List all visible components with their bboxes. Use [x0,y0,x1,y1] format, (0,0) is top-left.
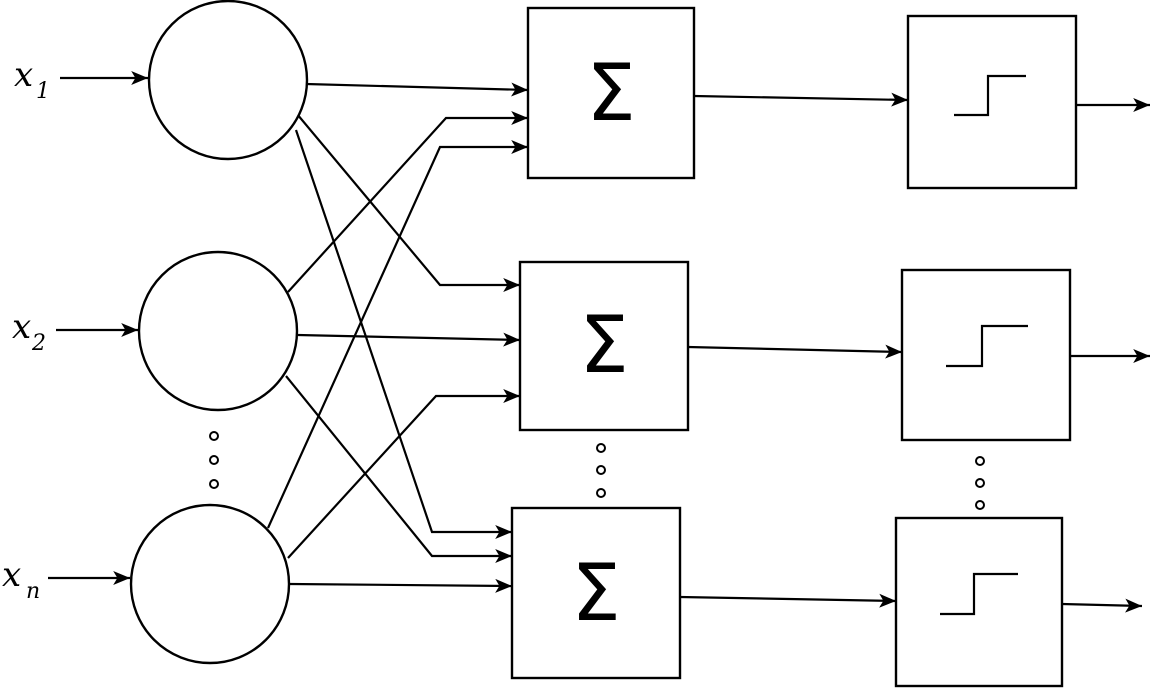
svg-text:n: n [26,579,40,604]
output-arrow-n [1061,598,1143,613]
svg-text:2: 2 [31,331,46,356]
svg-text:x: x [12,307,31,347]
input-label-xn: x n [2,555,40,604]
vertical-ellipsis-icon [975,456,985,510]
sigma-icon: Σ [571,549,620,639]
svg-text:x: x [2,555,21,595]
input-node-2 [137,250,299,412]
connection-1-n [294,129,512,539]
connection-1-2 [291,107,520,292]
summation-box-n: Σ [510,506,682,680]
step-function-icon [954,74,1026,117]
connection-n-1 [266,140,528,529]
connection-2-n [285,375,512,563]
vertical-ellipsis-icon [596,443,606,498]
sigma-icon: Σ [579,301,628,391]
summation-box-2: Σ [518,260,690,432]
connection-2-1 [287,111,528,293]
step-function-icon [940,572,1018,616]
connection-n-2 [287,389,520,559]
sum-to-step-arrow-2 [687,344,903,359]
input-node-n [129,503,291,665]
step-function-icon [946,324,1028,368]
connections [266,82,529,593]
sum-to-step-arrow-1 [693,92,909,107]
step-function-box-1 [906,14,1078,190]
connection-2-2 [297,332,521,347]
summation-box-1: Σ [526,6,696,180]
connection-1-1 [305,82,529,97]
step-function-box-2 [900,268,1072,442]
svg-text:1: 1 [36,79,50,104]
vertical-ellipsis-icon [209,431,219,489]
sum-to-step-arrow-n [679,593,897,608]
sigma-icon: Σ [586,49,635,139]
step-function-box-n [894,516,1064,688]
input-label-x2: x 2 [12,307,46,356]
input-node-1 [147,0,309,161]
svg-text:x: x [14,55,33,95]
input-label-x1: x 1 [14,55,50,104]
connection-n-n [289,578,513,593]
